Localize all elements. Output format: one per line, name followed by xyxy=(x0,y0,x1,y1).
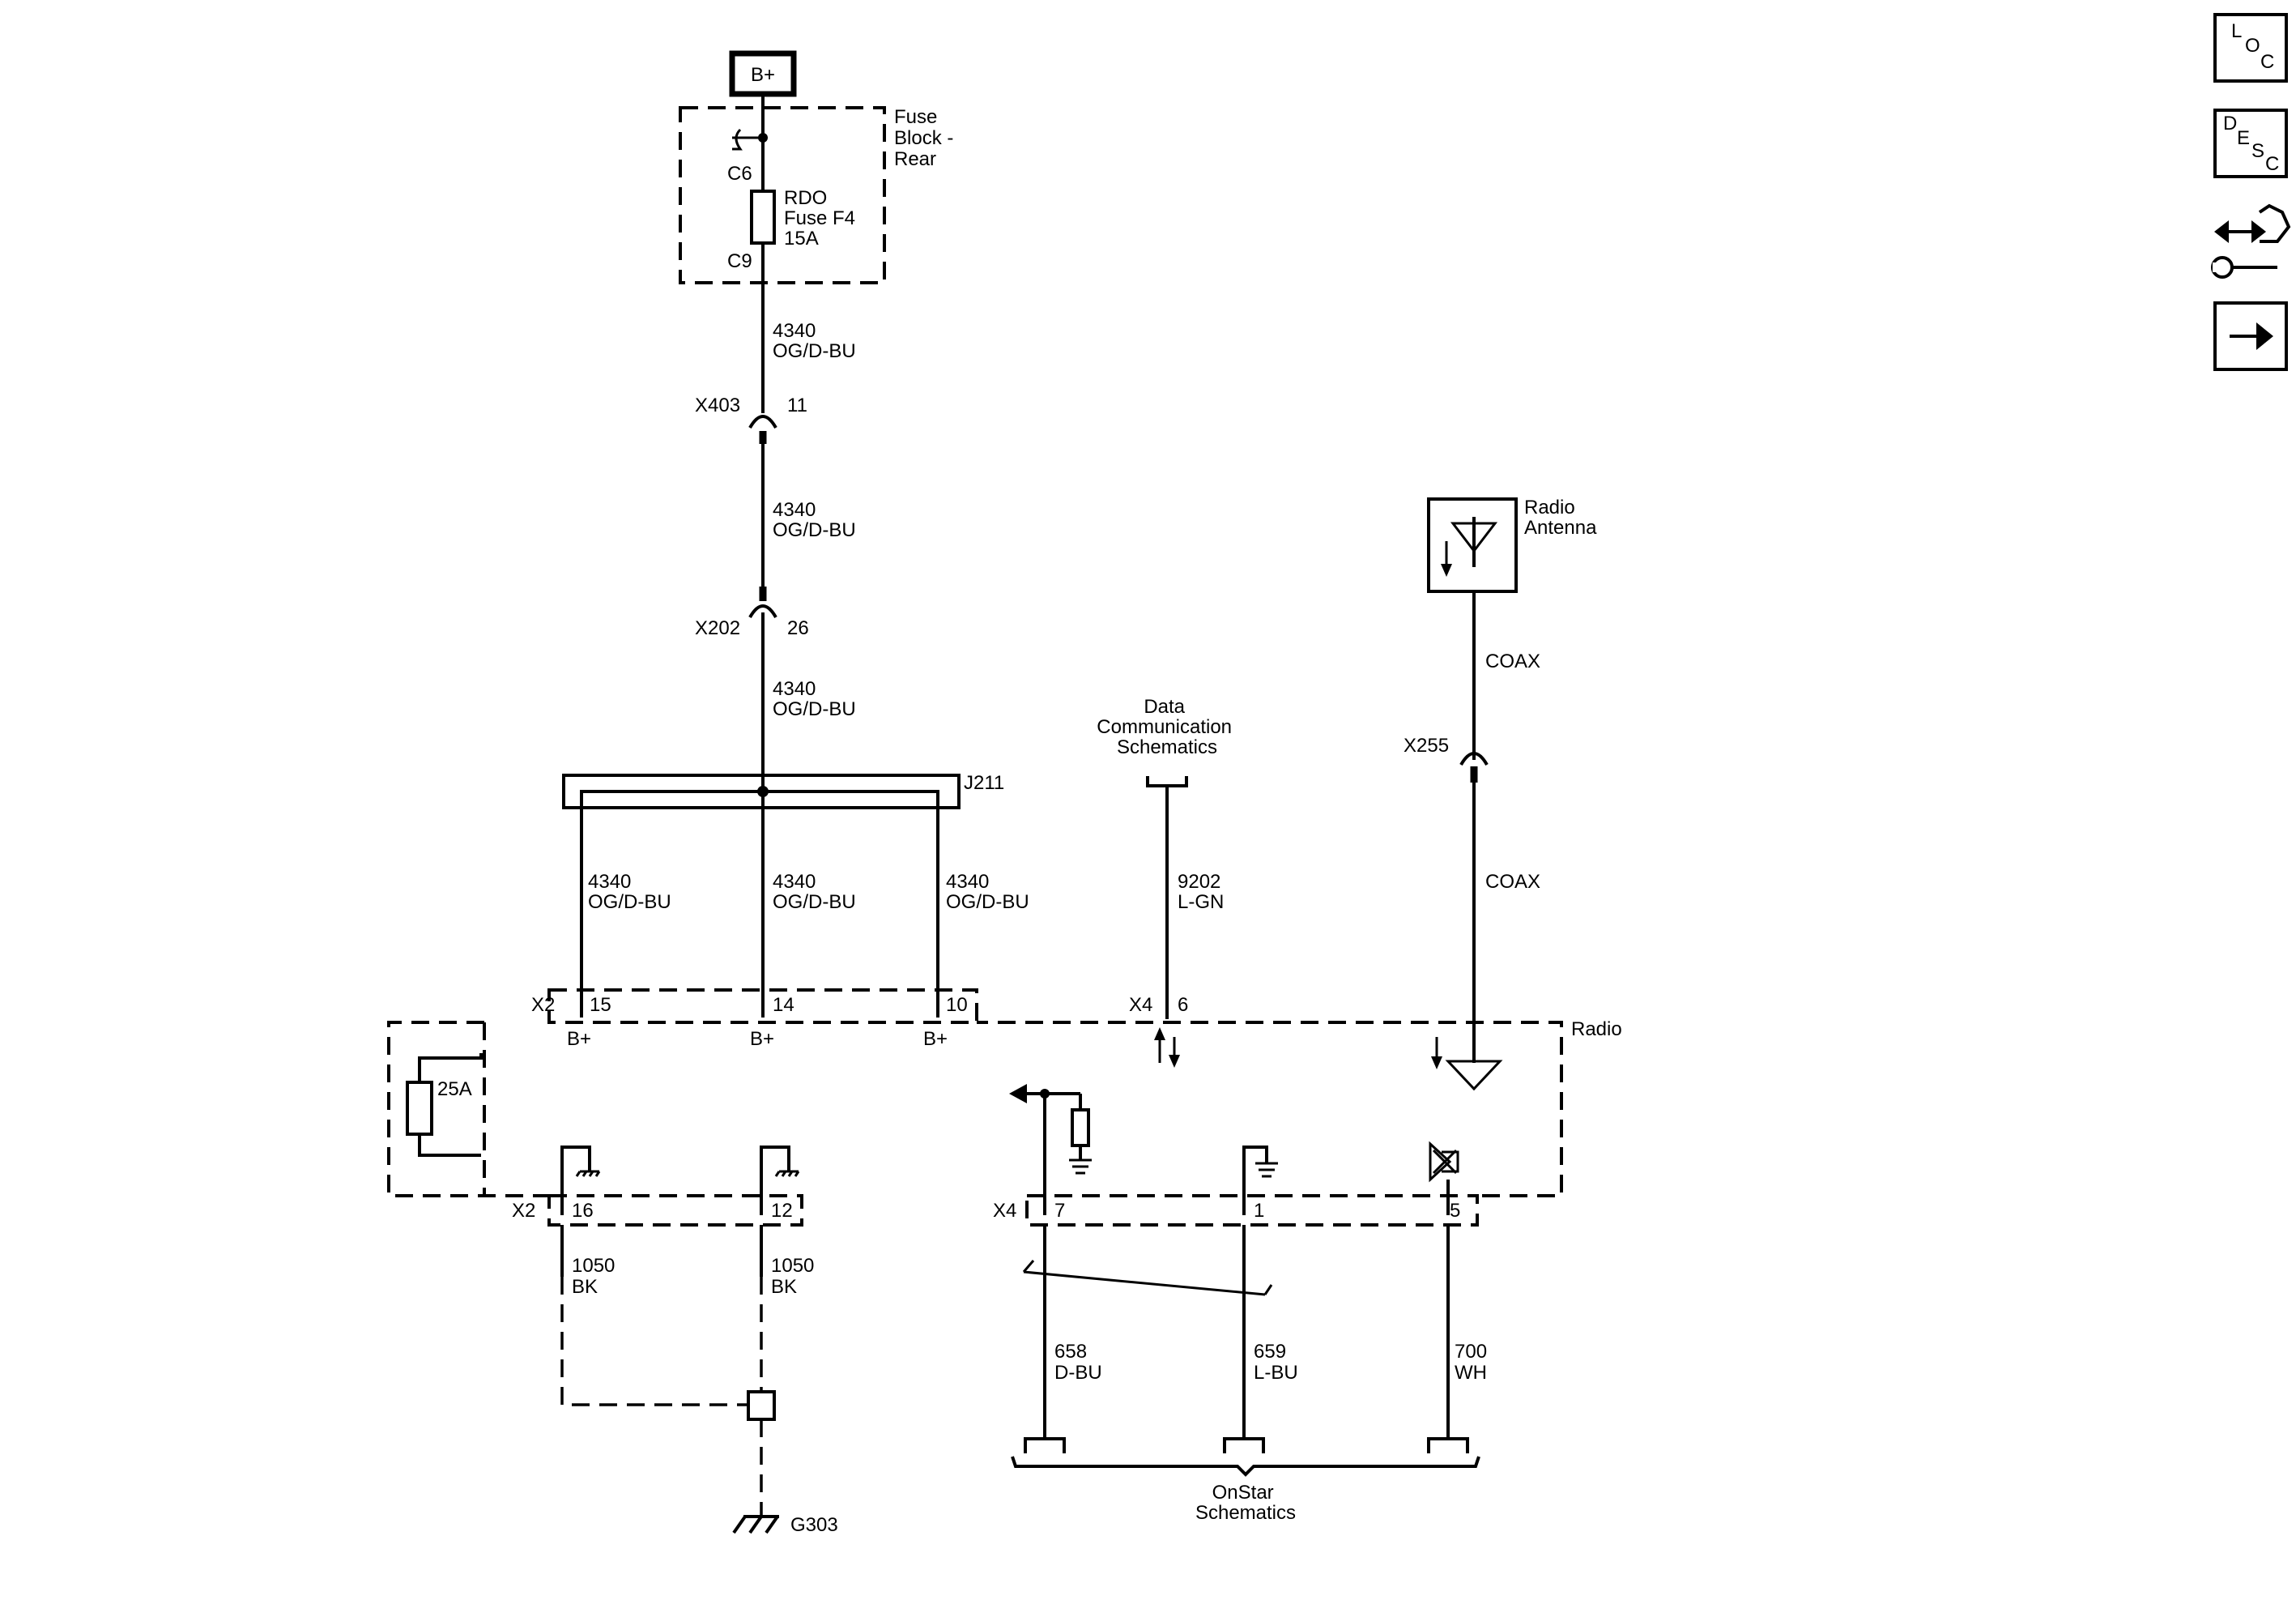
svg-text:OnStar Schematics: OnStar Schematics xyxy=(1195,1482,1296,1524)
wire-9202-label: 9202 L-GN xyxy=(1178,871,1226,913)
wire-4340-right-label: 4340 OG/D-BU xyxy=(946,871,1029,913)
fuse-block-name: Fuse Block - Rear xyxy=(894,106,959,170)
x4-pin-5: 5 xyxy=(1450,1200,1460,1222)
signal-ground-internal xyxy=(1242,1146,1278,1215)
connector-x2-bottom xyxy=(547,1194,803,1227)
x2-pin-15: 15 xyxy=(590,994,611,1016)
desc-c: C xyxy=(2265,153,2279,175)
coax-label-lower: COAX xyxy=(1485,871,1540,893)
svg-text:G303: G303 xyxy=(790,1514,838,1536)
svg-text:X255: X255 xyxy=(1404,735,1449,757)
wire-4340-mid-label: 4340 OG/D-BU xyxy=(773,871,856,913)
svg-text:11: 11 xyxy=(787,395,807,416)
wire-1050-left-label: 1050 BK xyxy=(572,1255,620,1298)
connector-x4-bottom xyxy=(1025,1194,1479,1227)
desc-e: E xyxy=(2237,127,2250,149)
x2-pin-12: 12 xyxy=(771,1200,793,1222)
loc-l: L xyxy=(2231,20,2242,42)
x2-pin-16: 16 xyxy=(572,1200,594,1222)
bplus-label-15: B+ xyxy=(567,1028,591,1050)
bidirectional-data-arrows xyxy=(1154,1027,1180,1068)
x4-top-label: X4 xyxy=(1129,994,1152,1016)
connector-x202: X202 26 xyxy=(695,587,809,639)
fuse-f4-symbol xyxy=(750,190,776,245)
loc-o: O xyxy=(2245,35,2260,57)
data-communication-reference: Data Communication Schematics xyxy=(1097,696,1237,1019)
x4-pin-6: 6 xyxy=(1178,994,1188,1016)
wire-700-label: 700 WH xyxy=(1455,1341,1493,1384)
radio-antenna: Radio Antenna xyxy=(1427,497,1597,593)
wire-4340-seg2-label: 4340 OG/D-BU xyxy=(773,499,856,541)
connector-repair-icon[interactable] xyxy=(2211,203,2291,279)
svg-text:Data Communication: Data Communication Schematics xyxy=(1097,696,1237,758)
connector-x2-top xyxy=(547,988,978,1024)
loc-c: C xyxy=(2260,51,2274,73)
wire-659-label: 659 L-BU xyxy=(1254,1341,1298,1384)
bplus-label-14: B+ xyxy=(750,1028,774,1050)
loc-button[interactable]: L O C xyxy=(2213,13,2288,83)
x2-pin-14: 14 xyxy=(773,994,794,1016)
twisted-pair-marker xyxy=(1022,1260,1273,1296)
svg-text:25A: 25A xyxy=(437,1078,472,1100)
connector-x403: X403 11 xyxy=(695,395,807,444)
fuse-conn-c6: C6 xyxy=(727,163,752,185)
coax-label-upper: COAX xyxy=(1485,651,1540,672)
desc-s: S xyxy=(2251,140,2264,162)
bplus-label-10: B+ xyxy=(923,1028,948,1050)
fuse-conn-c9: C9 xyxy=(727,250,752,272)
internal-fuse-25a: 25A xyxy=(406,1053,483,1157)
onstar-reference: OnStar Schematics xyxy=(1011,1437,1480,1524)
x4-bottom-label: X4 xyxy=(993,1200,1016,1222)
x2-pin-10: 10 xyxy=(946,994,968,1016)
splice-pack-j211: J211 xyxy=(562,772,1004,1018)
fuse-block-rear: Fuse Block - Rear C6 C9 RDO Fuse F4 15A xyxy=(679,94,959,284)
ground-splice xyxy=(747,1390,776,1421)
svg-text:X403: X403 xyxy=(695,395,740,416)
wire-4340-seg3-label: 4340 OG/D-BU xyxy=(773,678,856,720)
x4-pin-1: 1 xyxy=(1254,1200,1264,1222)
svg-text:Radio Antenna: Radio Antenna xyxy=(1524,497,1597,539)
fuse-f4-label: RDO Fuse F4 15A xyxy=(784,187,861,250)
svg-text:X202: X202 xyxy=(695,617,740,639)
wire-658-label: 658 D-BU xyxy=(1054,1341,1102,1384)
wire-4340-seg1-label: 4340 OG/D-BU xyxy=(773,320,856,362)
next-page-button[interactable] xyxy=(2213,301,2288,371)
connector-x255: X255 xyxy=(1404,735,1489,783)
radio-name: Radio xyxy=(1571,1018,1622,1040)
x2-bottom-label: X2 xyxy=(512,1200,535,1222)
x2-top-label: X2 xyxy=(531,994,555,1016)
ground-g303: G303 xyxy=(732,1514,838,1536)
radio-module: Radio X2 15 14 10 X4 6 B+ B+ B+ 25A xyxy=(387,988,1622,1227)
battery-power-source: B+ xyxy=(729,50,797,97)
power-label: B+ xyxy=(751,64,775,86)
svg-text:J211: J211 xyxy=(964,772,1004,794)
chassis-ground-internal-16 xyxy=(560,1146,601,1215)
wire-4340-left-label: 4340 OG/D-BU xyxy=(588,871,671,913)
desc-d: D xyxy=(2223,113,2237,134)
speaker-icon xyxy=(1429,1141,1459,1215)
wire-1050-right-label: 1050 BK xyxy=(771,1255,820,1298)
svg-text:26: 26 xyxy=(787,617,809,639)
onstar-audio-output xyxy=(1009,1084,1092,1215)
desc-button[interactable]: D E S C xyxy=(2213,109,2288,178)
internal-antenna-input xyxy=(1431,1037,1503,1091)
chassis-ground-internal-12 xyxy=(760,1146,800,1215)
x4-pin-7: 7 xyxy=(1054,1200,1065,1222)
